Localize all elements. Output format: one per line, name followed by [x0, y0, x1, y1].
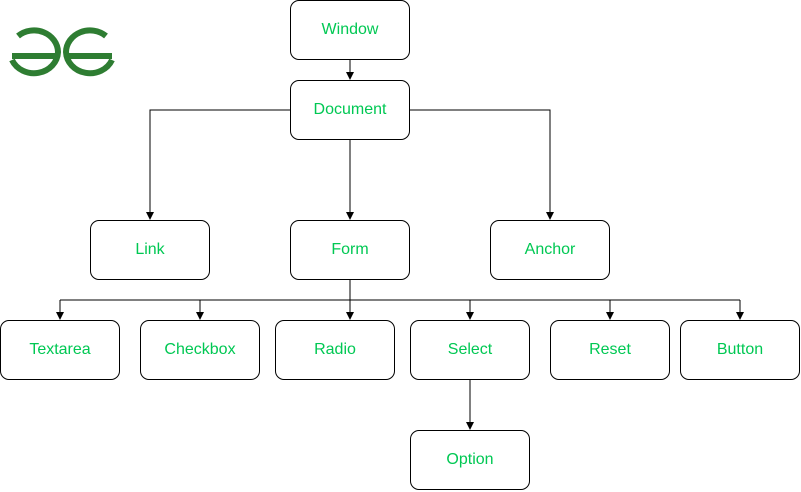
node-radio: Radio: [275, 320, 395, 380]
edge-document-link: [146, 109, 290, 220]
node-button-label: Button: [716, 341, 764, 358]
node-anchor: Anchor: [490, 220, 610, 280]
node-radio-label: Radio: [314, 341, 356, 358]
node-select: Select: [410, 320, 530, 380]
node-select-label: Select: [447, 341, 493, 358]
node-textarea-label: Textarea: [29, 341, 91, 358]
node-document: Document: [290, 80, 410, 140]
node-reset: Reset: [550, 320, 670, 380]
node-link-label: Link: [135, 241, 165, 258]
node-option-label: Option: [446, 451, 494, 468]
node-document-label: Document: [313, 101, 387, 118]
node-anchor-label: Anchor: [524, 241, 576, 258]
node-checkbox-label: Checkbox: [164, 341, 236, 358]
node-window-label: Window: [321, 21, 379, 38]
node-form: Form: [290, 220, 410, 280]
node-reset-label: Reset: [589, 341, 631, 358]
node-window: Window: [290, 0, 410, 60]
node-textarea: Textarea: [0, 320, 120, 380]
node-link: Link: [90, 220, 210, 280]
node-button: Button: [680, 320, 800, 380]
geeksforgeeks-logo: [9, 27, 115, 77]
node-form-label: Form: [331, 241, 369, 258]
node-option: Option: [410, 430, 530, 490]
node-checkbox: Checkbox: [140, 320, 260, 380]
edge-document-anchor: [410, 109, 554, 220]
